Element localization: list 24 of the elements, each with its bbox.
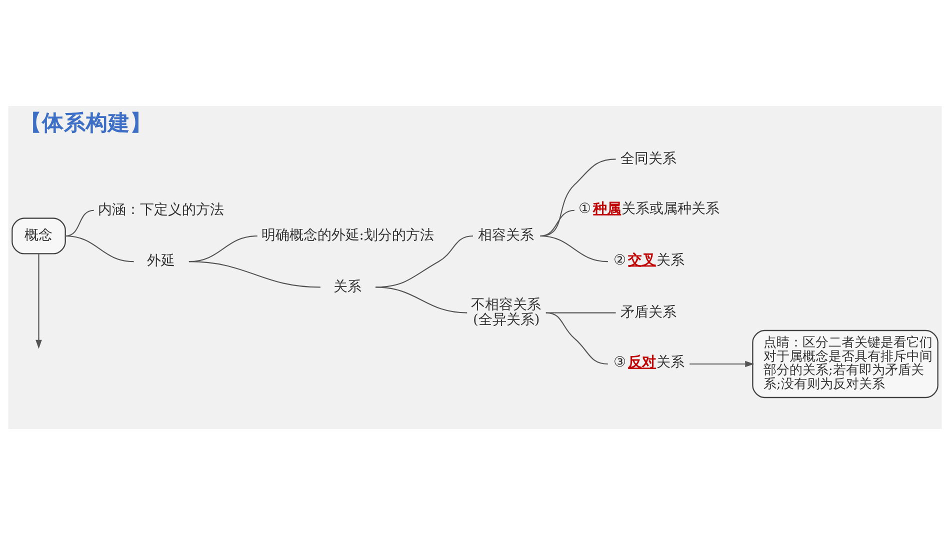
- connector: [546, 312, 608, 365]
- node-text: 关系: [334, 278, 362, 295]
- node-text: 内涵：下定义的方法: [98, 202, 224, 218]
- connector: [540, 158, 616, 237]
- node-text: ②交叉关系: [613, 252, 685, 268]
- node-box: 概念: [12, 218, 66, 254]
- node-text: 全同关系: [620, 150, 677, 167]
- diagram-title: 【体系构建】: [20, 111, 152, 136]
- connector: [376, 286, 468, 314]
- connector: [540, 210, 575, 237]
- node-box: 点睛：区分二者关键是看它们对于属概念是否具有排斥中间部分的关系;若有即为矛盾关系;没有则为反对关系: [752, 330, 938, 398]
- connector: [65, 235, 134, 262]
- node-text: 明确概念的外延:划分的方法: [261, 228, 434, 244]
- node-text: 矛盾关系: [620, 304, 677, 320]
- node-text: ③反对关系: [613, 354, 685, 371]
- node-text: 外延: [147, 253, 176, 270]
- node-text: 相容关系: [478, 228, 534, 244]
- arrow: [690, 360, 754, 368]
- node-text: 不相容关系 (全异关系): [471, 297, 542, 328]
- arrow: [36, 254, 42, 349]
- connector: [65, 210, 94, 237]
- connector: [188, 261, 320, 288]
- node-text: ①种属关系或属种关系: [578, 201, 720, 218]
- connector: [540, 235, 608, 262]
